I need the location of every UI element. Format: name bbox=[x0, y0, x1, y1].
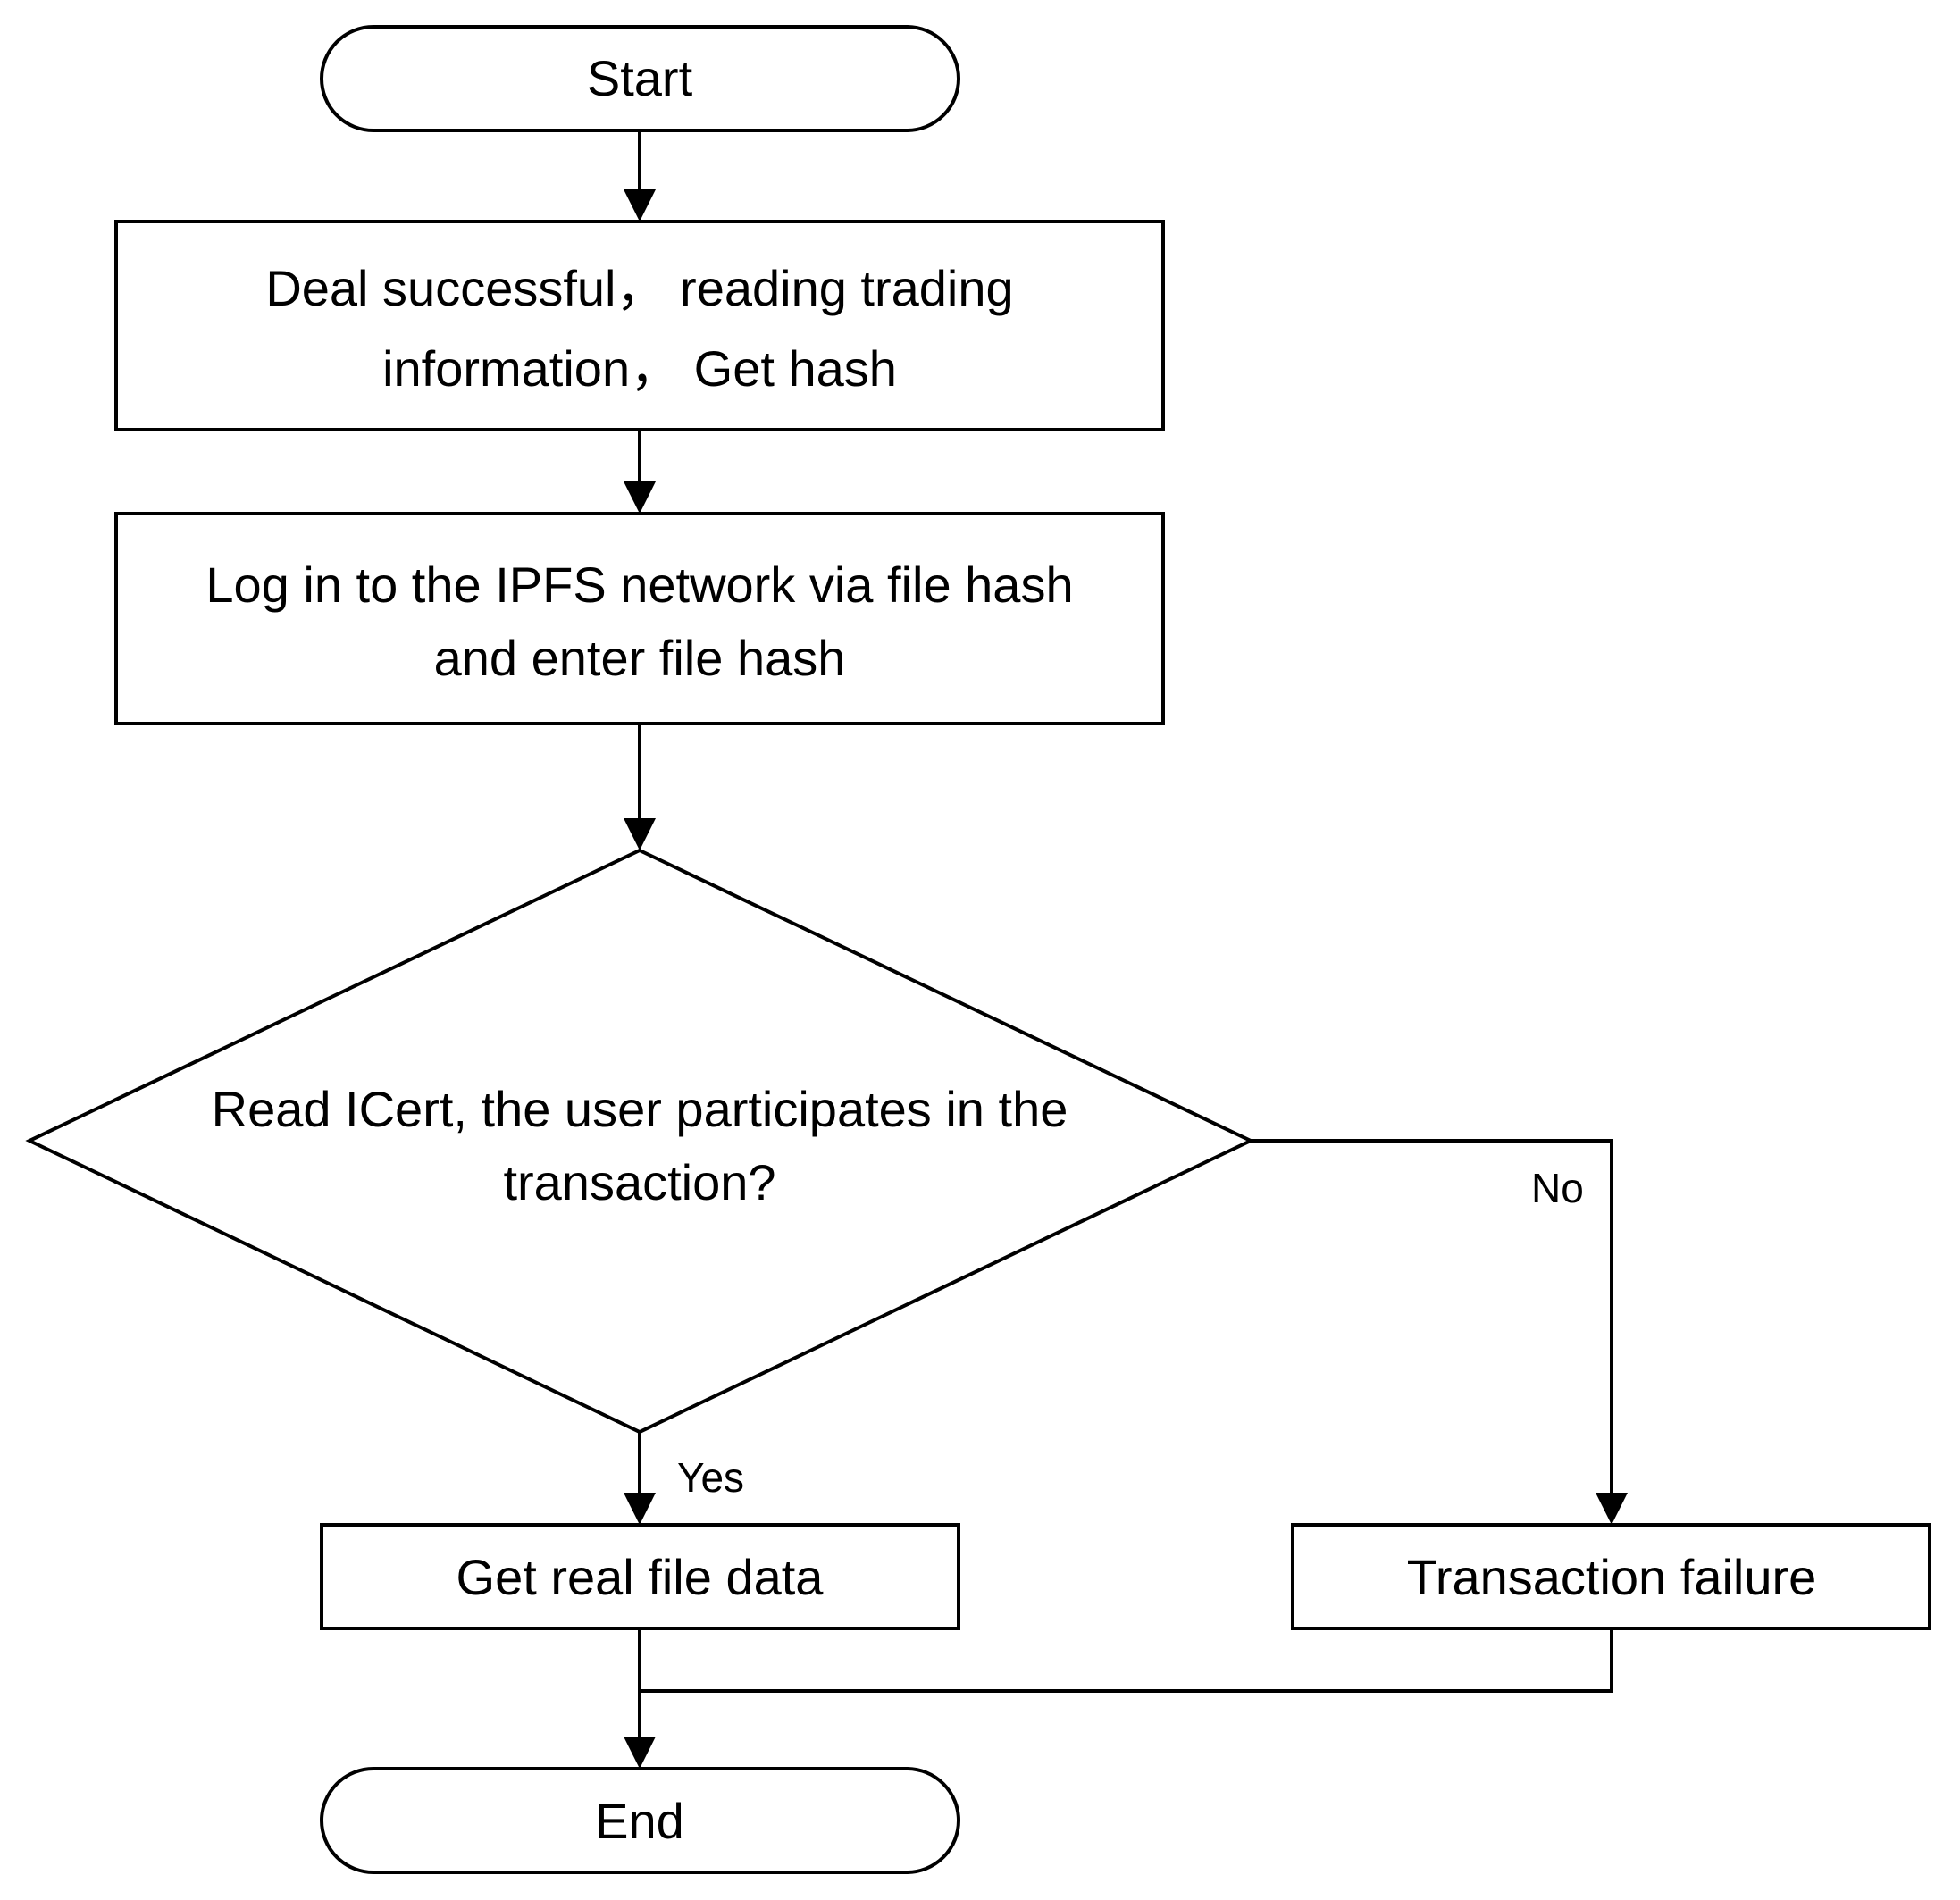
ipfs-login-process-shape bbox=[114, 512, 1165, 725]
decision-label-line1: Read ICert, the user participates in the bbox=[212, 1081, 1068, 1137]
arrow-start-to-get-hash bbox=[624, 130, 656, 222]
decision-diamond-shape bbox=[25, 848, 1255, 1435]
end-terminator-shape bbox=[320, 1767, 960, 1874]
decision-label-line2: transaction? bbox=[503, 1154, 775, 1210]
arrow-get-hash-to-ipfs-login bbox=[624, 430, 656, 514]
get-data-process-shape bbox=[320, 1523, 960, 1630]
yes-edge-label: Yes bbox=[677, 1454, 744, 1501]
failure-process: Transaction failure bbox=[1291, 1523, 1931, 1630]
ipfs-login-process: Log in to the IPFS network via file hash… bbox=[114, 512, 1165, 725]
arrow-decision-yes-to-get-data bbox=[624, 1432, 656, 1525]
get-data-process: Get real file data bbox=[320, 1523, 960, 1630]
get-hash-label-line2: information， Get hash bbox=[382, 340, 897, 397]
ipfs-login-label-line2: and enter file hash bbox=[434, 630, 846, 686]
end-label: End bbox=[595, 1793, 684, 1849]
get-data-label: Get real file data bbox=[456, 1549, 825, 1605]
arrow-decision-no-to-failure bbox=[1251, 1139, 1628, 1525]
start-label: Start bbox=[587, 50, 693, 106]
arrow-get-data-to-end bbox=[624, 1628, 656, 1769]
start-node: Start bbox=[320, 25, 960, 132]
no-edge-label: No bbox=[1531, 1165, 1584, 1211]
decision-node: Read ICert, the user participates in the… bbox=[25, 848, 1255, 1435]
get-hash-label-line1: Deal successful， reading trading bbox=[265, 260, 1013, 316]
arrow-ipfs-login-to-decision bbox=[624, 724, 656, 850]
failure-process-shape bbox=[1291, 1523, 1931, 1630]
end-node: End bbox=[320, 1767, 960, 1874]
get-hash-process: Deal successful， reading trading informa… bbox=[114, 220, 1165, 431]
failure-label: Transaction failure bbox=[1407, 1549, 1817, 1605]
connector-failure-merge-to-end bbox=[640, 1628, 1613, 1693]
get-hash-process-shape bbox=[114, 220, 1165, 431]
ipfs-login-label-line1: Log in to the IPFS network via file hash bbox=[205, 557, 1073, 613]
